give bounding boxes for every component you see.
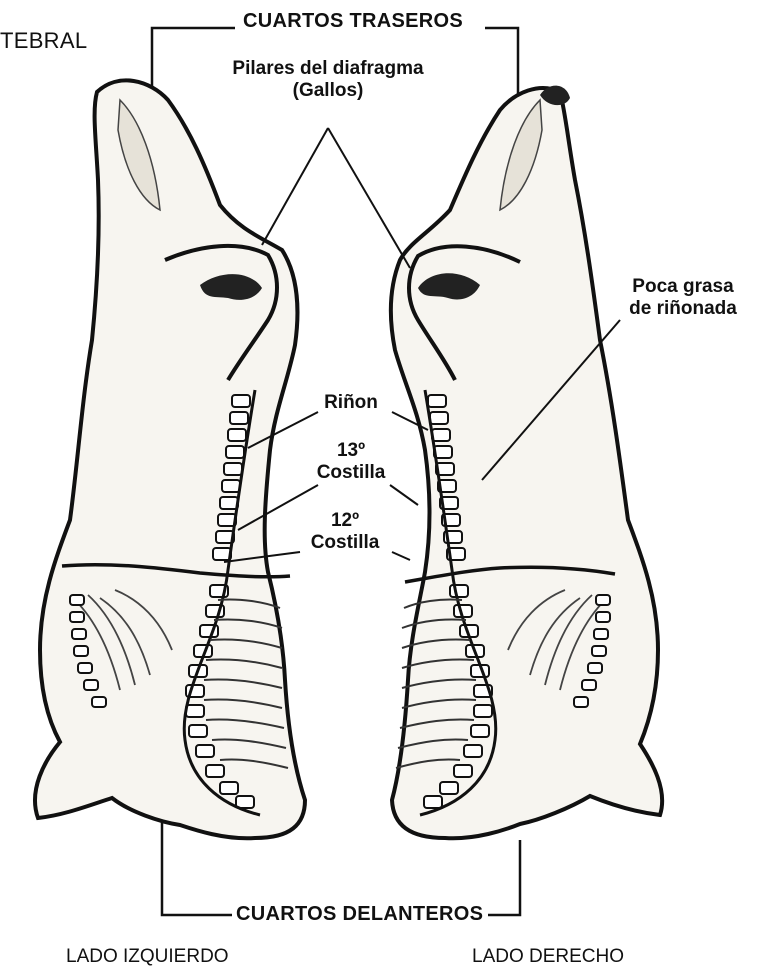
pilares-label-line2: (Gallos) — [228, 80, 428, 102]
right-side-label: LADO DERECHO — [472, 946, 624, 968]
left-side-label: LADO IZQUIERDO — [66, 946, 229, 968]
grasa-label: Poca grasa de riñonada — [608, 276, 758, 320]
right-half-carcass — [391, 86, 662, 839]
top-bracket-label: CUARTOS TRASEROS — [243, 10, 463, 33]
bottom-bracket-label: CUARTOS DELANTEROS — [236, 903, 483, 926]
costilla-13-word: Costilla — [296, 462, 406, 484]
right-carcass-outline — [391, 88, 662, 838]
costilla-12-word: Costilla — [290, 532, 400, 554]
pilares-label-line1: Pilares del diafragma — [228, 58, 428, 80]
grasa-label-line1: Poca grasa — [608, 276, 758, 298]
rinon-label: Riñon — [306, 392, 396, 414]
costilla-13-number: 13º — [296, 440, 406, 462]
left-half-carcass — [35, 80, 305, 838]
pilares-label: Pilares del diafragma (Gallos) — [228, 58, 428, 102]
costilla-12-label: 12º Costilla — [290, 510, 400, 554]
title-fragment: TEBRAL — [0, 28, 87, 53]
costilla-13-label: 13º Costilla — [296, 440, 406, 484]
grasa-label-line2: de riñonada — [608, 298, 758, 320]
costilla-12-number: 12º — [290, 510, 400, 532]
